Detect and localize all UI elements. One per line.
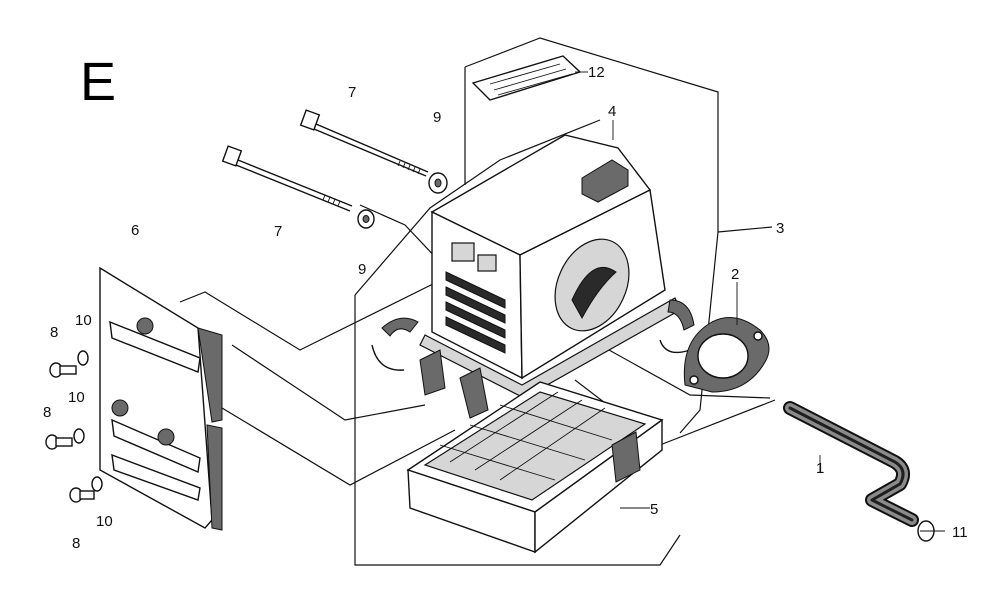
callout-labels: 1 2 3 4 5 6 7 7 8 8 8 9 9 10 10 10 11 12 [43, 64, 968, 552]
callout-6: 6 [131, 222, 139, 239]
washer-lower [357, 209, 375, 229]
small-bolt-1 [49, 362, 77, 378]
gasket [683, 317, 770, 393]
callout-8-first: 8 [50, 324, 58, 341]
section-letter: E [80, 52, 116, 112]
callout-10-first: 10 [75, 312, 92, 329]
callout-9-lower: 9 [358, 261, 366, 278]
small-bolt-3 [69, 487, 95, 503]
callout-5: 5 [650, 501, 658, 518]
small-bolt-2 [45, 434, 73, 450]
callout-4: 4 [608, 103, 616, 120]
lock-washer-2 [73, 428, 85, 444]
breather-tube [783, 401, 919, 527]
long-bolt-upper [299, 109, 429, 177]
callout-8-third: 8 [72, 535, 80, 552]
side-plate [99, 266, 223, 531]
wire-clip-left [371, 317, 419, 371]
assembly-bracket-lines [179, 37, 776, 566]
callout-11: 11 [952, 524, 968, 541]
callout-7-lower: 7 [274, 223, 282, 240]
callout-10-second: 10 [68, 389, 85, 406]
lock-washer-3 [91, 476, 103, 492]
callout-10-third: 10 [96, 513, 113, 530]
callout-9-upper: 9 [433, 109, 441, 126]
washer-upper [428, 172, 448, 194]
air-cleaner-base [406, 381, 664, 554]
callout-12: 12 [588, 64, 605, 81]
air-cleaner-housing [419, 134, 681, 419]
long-bolt-lower [221, 145, 353, 212]
callout-leaders [575, 71, 945, 532]
callout-7-upper: 7 [348, 84, 356, 101]
callout-8-second: 8 [43, 404, 51, 421]
callout-1: 1 [816, 460, 824, 477]
wire-clip-right [659, 299, 695, 354]
callout-2: 2 [731, 266, 739, 283]
lock-washer-1 [77, 350, 89, 366]
callout-3: 3 [776, 220, 784, 237]
label-decal [471, 55, 582, 101]
housing-louvers [445, 242, 506, 354]
